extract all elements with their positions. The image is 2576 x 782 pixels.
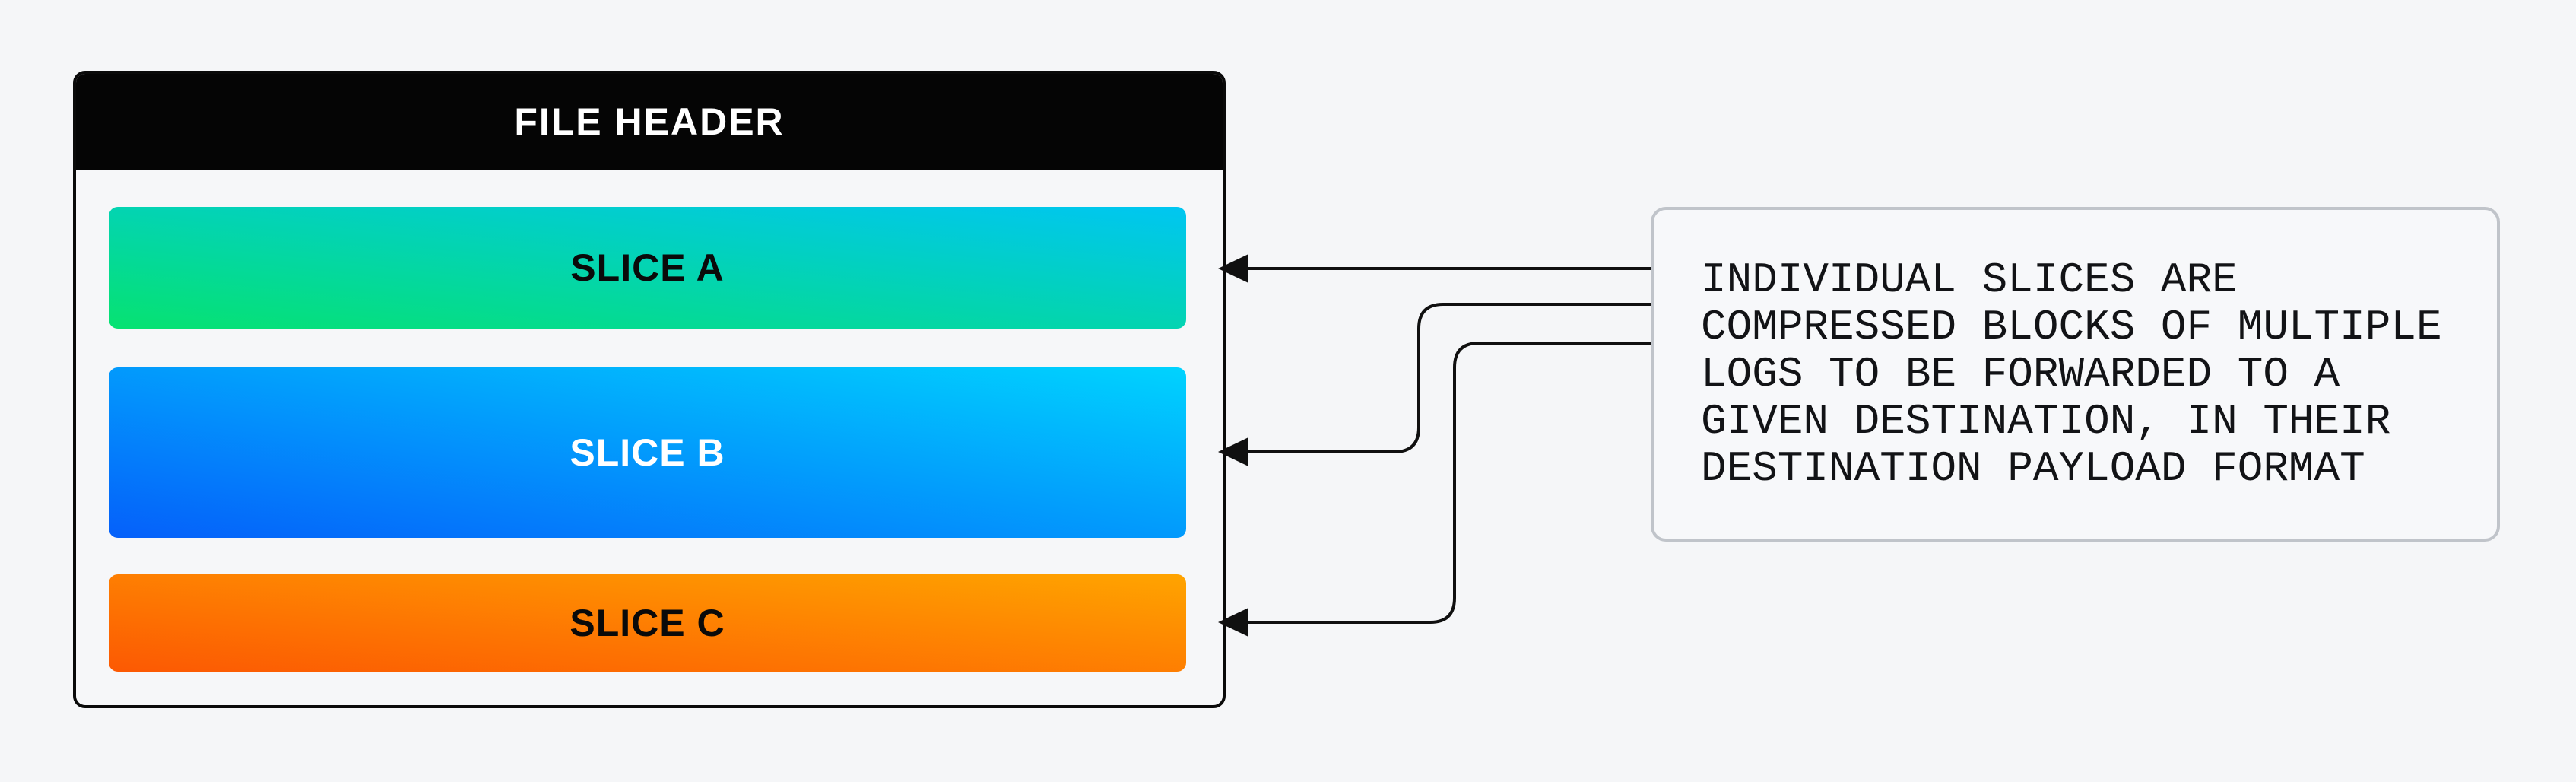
slice-b-block: SLICE B <box>109 367 1186 538</box>
annotation-line: DESTINATION PAYLOAD FORMAT <box>1701 444 2365 493</box>
annotation-line: LOGS TO BE FORWARDED TO A <box>1701 350 2340 399</box>
slice-c-block: SLICE C <box>109 574 1186 672</box>
annotation-note-box: INDIVIDUAL SLICES ARE COMPRESSED BLOCKS … <box>1651 207 2500 542</box>
slice-a-label: SLICE A <box>570 246 725 289</box>
annotation-line: INDIVIDUAL SLICES ARE <box>1701 256 2238 304</box>
annotation-line: GIVEN DESTINATION, IN THEIR <box>1701 397 2391 446</box>
slice-c-label: SLICE C <box>569 602 725 644</box>
file-header-band: FILE HEADER <box>76 74 1223 170</box>
slice-b-label: SLICE B <box>569 431 725 474</box>
slice-a-block: SLICE A <box>109 207 1186 329</box>
annotation-line: COMPRESSED BLOCKS OF MULTIPLE <box>1701 303 2442 351</box>
file-structure-box: FILE HEADER SLICE A SLICE B SLICE C <box>73 71 1226 708</box>
connector-slice-c <box>1247 342 1651 624</box>
file-header-label: FILE HEADER <box>514 100 785 143</box>
connector-slice-b <box>1247 303 1651 453</box>
